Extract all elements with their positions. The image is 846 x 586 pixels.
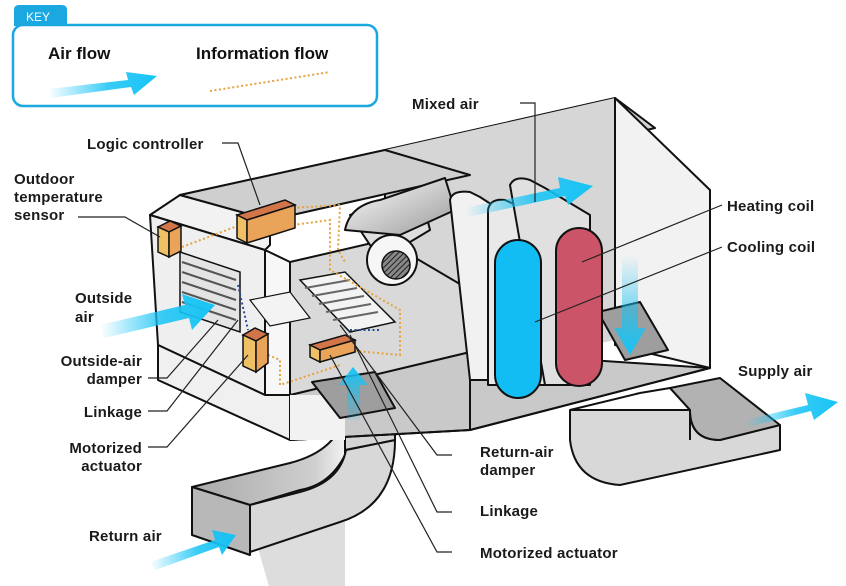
- label-mixed-air: Mixed air: [412, 96, 479, 113]
- label-outside-air-damper-line2: damper: [87, 371, 142, 388]
- label-supply-air: Supply air: [738, 363, 813, 380]
- key-air-flow-label: Air flow: [48, 44, 111, 63]
- supply-down-arrow: [614, 255, 646, 355]
- return-air-damper: [248, 271, 397, 333]
- cooling-coil: [494, 239, 542, 399]
- supply-fan: [344, 177, 456, 286]
- return-air-arrow: [150, 530, 236, 570]
- label-cooling-coil: Cooling coil: [727, 239, 815, 256]
- label-motorized-actuator-left-line2: actuator: [81, 458, 142, 475]
- label-outdoor-sensor-line2: temperature: [14, 189, 103, 206]
- label-return-air: Return air: [89, 528, 162, 545]
- key-title: KEY: [26, 10, 50, 24]
- label-outdoor-sensor-line1: Outdoor: [14, 171, 75, 188]
- heating-coil: [555, 227, 603, 387]
- label-outdoor-sensor-line3: sensor: [14, 207, 64, 224]
- return-up-arrow: [339, 367, 368, 420]
- key-air-flow-arrow: [48, 72, 157, 98]
- key-information-flow-label: Information flow: [196, 44, 329, 63]
- outside-air-arrow: [100, 294, 215, 338]
- label-linkage-left: Linkage: [84, 404, 142, 421]
- outside-air-actuator: [241, 327, 270, 374]
- outdoor-temperature-sensor: [156, 220, 183, 259]
- label-return-air-damper-line1: Return-air: [480, 444, 554, 461]
- supply-air-arrow: [745, 393, 838, 427]
- label-outside-air-damper-line1: Outside-air: [61, 353, 142, 370]
- label-logic-controller: Logic controller: [87, 136, 204, 153]
- information-flow-lines: [181, 203, 401, 387]
- leader-lines: [78, 102, 723, 553]
- label-outside-air-line1: Outside: [75, 290, 132, 307]
- key-legend: KEY Air flow Information flow: [11, 5, 379, 108]
- key-tab: [14, 5, 67, 26]
- mixed-air-arrow: [465, 177, 593, 217]
- logic-controller: [235, 199, 297, 245]
- label-motorized-actuator-right: Motorized actuator: [480, 545, 618, 562]
- fan-inlet-icon: [381, 250, 411, 280]
- label-return-air-damper-line2: damper: [480, 462, 535, 479]
- return-air-actuator: [307, 334, 358, 364]
- label-outside-air-line2: air: [75, 309, 94, 326]
- label-linkage-right: Linkage: [480, 503, 538, 520]
- label-heating-coil: Heating coil: [727, 198, 814, 215]
- label-motorized-actuator-left-line1: Motorized: [69, 440, 142, 457]
